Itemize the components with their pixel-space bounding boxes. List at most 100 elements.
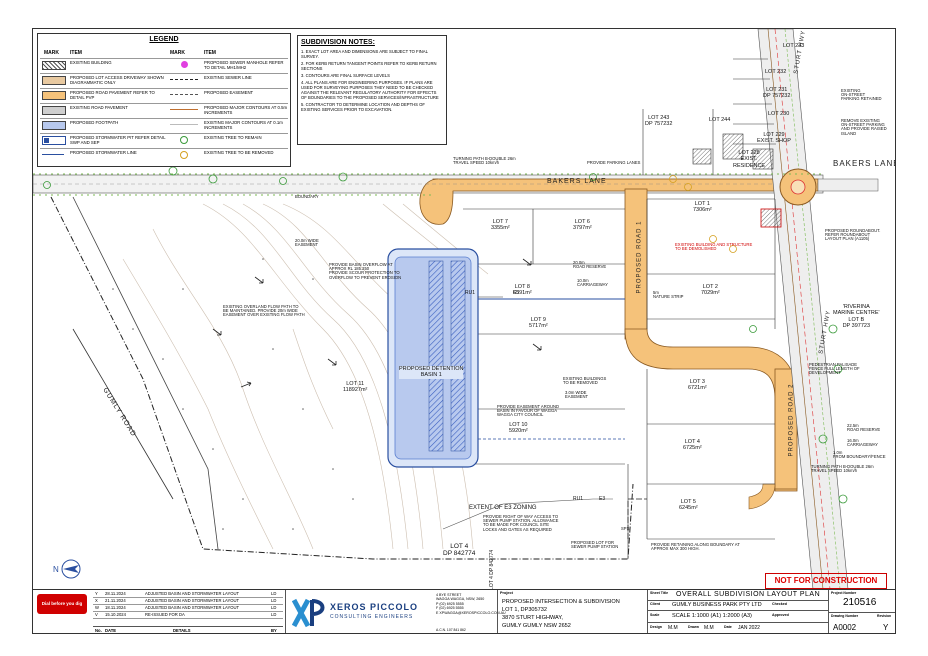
legend-col-mark-2: MARK bbox=[170, 50, 185, 56]
sewer-line-icon bbox=[170, 76, 198, 83]
svg-text:N: N bbox=[53, 565, 59, 574]
approved-label: Approved bbox=[772, 613, 789, 617]
demolish-note: EXISTING BUILDING AND STRUCTURE TO BE DE… bbox=[675, 242, 753, 252]
easement-line-icon bbox=[170, 91, 198, 98]
footpath-swatch bbox=[42, 121, 66, 130]
legend-item: PROPOSED FOOTPATH bbox=[70, 120, 119, 125]
retaining-note: PROVIDE RETAINING ALONG BOUNDARY AT APPR… bbox=[651, 542, 740, 552]
legend-col-item-2: ITEM bbox=[204, 50, 216, 56]
overflow-note: PROVIDE BASIN OVERFLOW AT APPROX RL 185.… bbox=[329, 262, 402, 280]
bakers-lane-east-label: BAKERS LANE bbox=[833, 159, 896, 168]
sturt-hwy bbox=[757, 29, 849, 589]
existing-building-1 bbox=[760, 208, 782, 228]
design-label: Design bbox=[650, 625, 662, 629]
basin-label: PROPOSED DETENTION BASIN 1 bbox=[399, 366, 464, 379]
e3-label-b: E3 bbox=[599, 496, 606, 502]
legend-item: PROPOSED ROAD PAVEMENT REFER TO DETAIL P… bbox=[70, 90, 155, 100]
lot-232-label: LOT 232 bbox=[765, 69, 787, 75]
lot-2-label: LOT 2 7029m² bbox=[701, 284, 720, 297]
legend-item: EXISTING SEWER LINE bbox=[204, 75, 252, 80]
checked-label: Checked bbox=[772, 602, 787, 606]
survey-points bbox=[112, 258, 354, 530]
legend-row: PROPOSED ROAD PAVEMENT REFER TO DETAIL P… bbox=[40, 88, 288, 100]
easement-3-label: 3.0m WIDE EASEMENT bbox=[565, 390, 589, 400]
proposed-road-1-label: PROPOSED ROAD 1 bbox=[636, 220, 643, 294]
turning-path-bottom: TURNING PATH B-DOUBLE 26m TRAVEL SPEED 1… bbox=[811, 464, 874, 474]
sewer-line bbox=[627, 498, 647, 539]
e3-zoning bbox=[442, 498, 613, 530]
lot-9-label: LOT 9 5717m² bbox=[529, 317, 548, 330]
company-block: XEROS PICCOLO CONSULTING ENGINEERS 4 BYE… bbox=[285, 590, 506, 633]
lot-229-label: LOT 229 EXIST. SHOP bbox=[757, 132, 791, 145]
lot-7-label: LOT 7 3355m² bbox=[491, 219, 510, 232]
drawing-number-label: Drawing Number bbox=[831, 614, 859, 618]
revision-row: X 21.11.2024 ADJUSTED BASIN AND STORMWAT… bbox=[93, 597, 283, 605]
roundabout-note: PROPOSED ROUNDABOUT. REFER ROUNDABOUT LA… bbox=[825, 228, 881, 242]
legend-row: PROPOSED FOOTPATH EXISTING MAJOR CONTOUR… bbox=[40, 118, 288, 130]
lot-8-label: LOT 8 6591m² bbox=[513, 284, 532, 297]
lot-228-label: LOT 228 EXIST. RESIDENCE bbox=[733, 150, 766, 169]
site-boundary bbox=[50, 196, 634, 560]
project-line1: PROPOSED INTERSECTION & SUBDIVISION bbox=[502, 599, 620, 605]
e3-extent-label: EXTENT OF E3 ZONING bbox=[469, 505, 537, 511]
date-label: Date bbox=[724, 625, 732, 629]
onstreet-removed-note: REMOVE EXISTING ON-STREET PARKING AND PR… bbox=[841, 118, 887, 136]
legend-item: PROPOSED STORMWATER LINE bbox=[70, 150, 137, 155]
legend-item: EXISTING MAJOR CONTOURS AT 0.1m INCREMEN… bbox=[204, 120, 283, 130]
project-line3: 3870 STURT HIGHWAY, bbox=[502, 615, 563, 621]
road-pavement-swatch bbox=[42, 91, 66, 100]
xp-logo-icon bbox=[292, 598, 325, 628]
existing-road-swatch bbox=[42, 106, 66, 115]
trees-remain bbox=[43, 166, 848, 504]
date-value: JAN 2022 bbox=[738, 625, 760, 631]
note-item: 3. CONTOURS ARE FINAL SURFACE LEVELS bbox=[301, 73, 390, 79]
pedestrian-fence-note: PEDESTRIAN PALISADE FENCE FULL LENGTH OF… bbox=[809, 362, 860, 376]
lot-231-label: LOT 231 DP 757232 bbox=[763, 87, 791, 100]
parking-lanes-note: PROVIDE PARKING LANES bbox=[587, 160, 641, 165]
legend-item: PROPOSED LOT ACCESS DRIVEWAY SHOWN DIAGR… bbox=[70, 75, 164, 85]
sheet-title-label: Sheet Title bbox=[650, 591, 669, 595]
company-name: XEROS PICCOLO bbox=[330, 602, 419, 612]
client-label: Client bbox=[650, 602, 660, 606]
project-number-label: Project Number bbox=[831, 591, 857, 595]
dial-before-you-dig-logo: Dial before you dig ​ bbox=[35, 592, 89, 633]
stormwater-line-icon bbox=[42, 151, 64, 158]
revision-header: No. DATE DETAILS BY bbox=[93, 626, 283, 633]
revision-row: Y 28.11.2024 ADJUSTED BASIN AND STORMWAT… bbox=[93, 590, 283, 598]
drawing-number: A0002 bbox=[833, 623, 857, 632]
title-block: Dial before you dig ​ Y 28.11.2024 ADJUS… bbox=[33, 589, 895, 633]
lot-5-label: LOT 5 6245m² bbox=[679, 499, 698, 512]
design-value: M.M bbox=[668, 625, 678, 631]
drawn-value: M.M bbox=[704, 625, 714, 631]
legend: LEGEND MARK ITEM MARK ITEM EXISTING BUIL… bbox=[37, 33, 291, 167]
site-plan: N bbox=[33, 29, 879, 589]
existing-contour-icon bbox=[170, 121, 198, 128]
revision-label: Revision bbox=[877, 614, 892, 618]
revision-row: W 18.11.2024 ADJUSTED BASIN AND STORMWAT… bbox=[93, 604, 283, 612]
building-swatch bbox=[42, 61, 66, 70]
project-line2: LOT 1, DP305732 bbox=[502, 607, 547, 613]
drawn-label: Drawn bbox=[688, 625, 699, 629]
sewer-manhole-icon bbox=[170, 61, 198, 68]
legend-row: EXISTING BUILDING PROPOSED SEWER MANHOLE… bbox=[40, 58, 288, 70]
scale-label: Scale bbox=[650, 613, 660, 617]
road-reserve-mid: 20.0m ROAD RESERVE bbox=[573, 260, 607, 270]
lot-233-label: LOT 233 bbox=[783, 43, 805, 49]
road-reserve-right: 22.5m ROAD RESERVE bbox=[847, 423, 881, 433]
north-arrow-icon: N bbox=[53, 559, 81, 579]
dbyd-badge: Dial before you dig bbox=[37, 594, 87, 614]
company-address: 4 BYE STREET WAGGA WAGGA, NSW, 2650 P (0… bbox=[436, 593, 506, 615]
sewer-pump-note: PROPOSED LOT FOR SEWER PUMP STATION bbox=[571, 540, 619, 550]
legend-item: PROPOSED EASEMENT bbox=[204, 90, 254, 95]
carriageway-mid: 10.0m CARRIAGEWAY bbox=[577, 278, 608, 288]
legend-row: PROPOSED LOT ACCESS DRIVEWAY SHOWN DIAGR… bbox=[40, 73, 288, 85]
cul-de-sac bbox=[419, 178, 454, 225]
ru1-label-b: RU1 bbox=[573, 496, 584, 502]
sheet-title: OVERALL SUBDIVISION LAYOUT PLAN bbox=[676, 591, 821, 598]
boundary-label: BOUNDARY bbox=[295, 194, 319, 199]
existing-buildings-removed-note: EXISTING BUILDINGS TO BE REMOVED bbox=[563, 376, 607, 386]
revision-table: Y 28.11.2024 ADJUSTED BASIN AND STORMWAT… bbox=[93, 590, 283, 633]
legend-item: EXISTING ROAD PAVEMENT bbox=[70, 105, 128, 110]
legend-row: EXISTING ROAD PAVEMENT PROPOSED MAJOR CO… bbox=[40, 103, 288, 115]
lot-4-dp-vertical-label: LOT 4 DP 842774 bbox=[489, 549, 496, 590]
